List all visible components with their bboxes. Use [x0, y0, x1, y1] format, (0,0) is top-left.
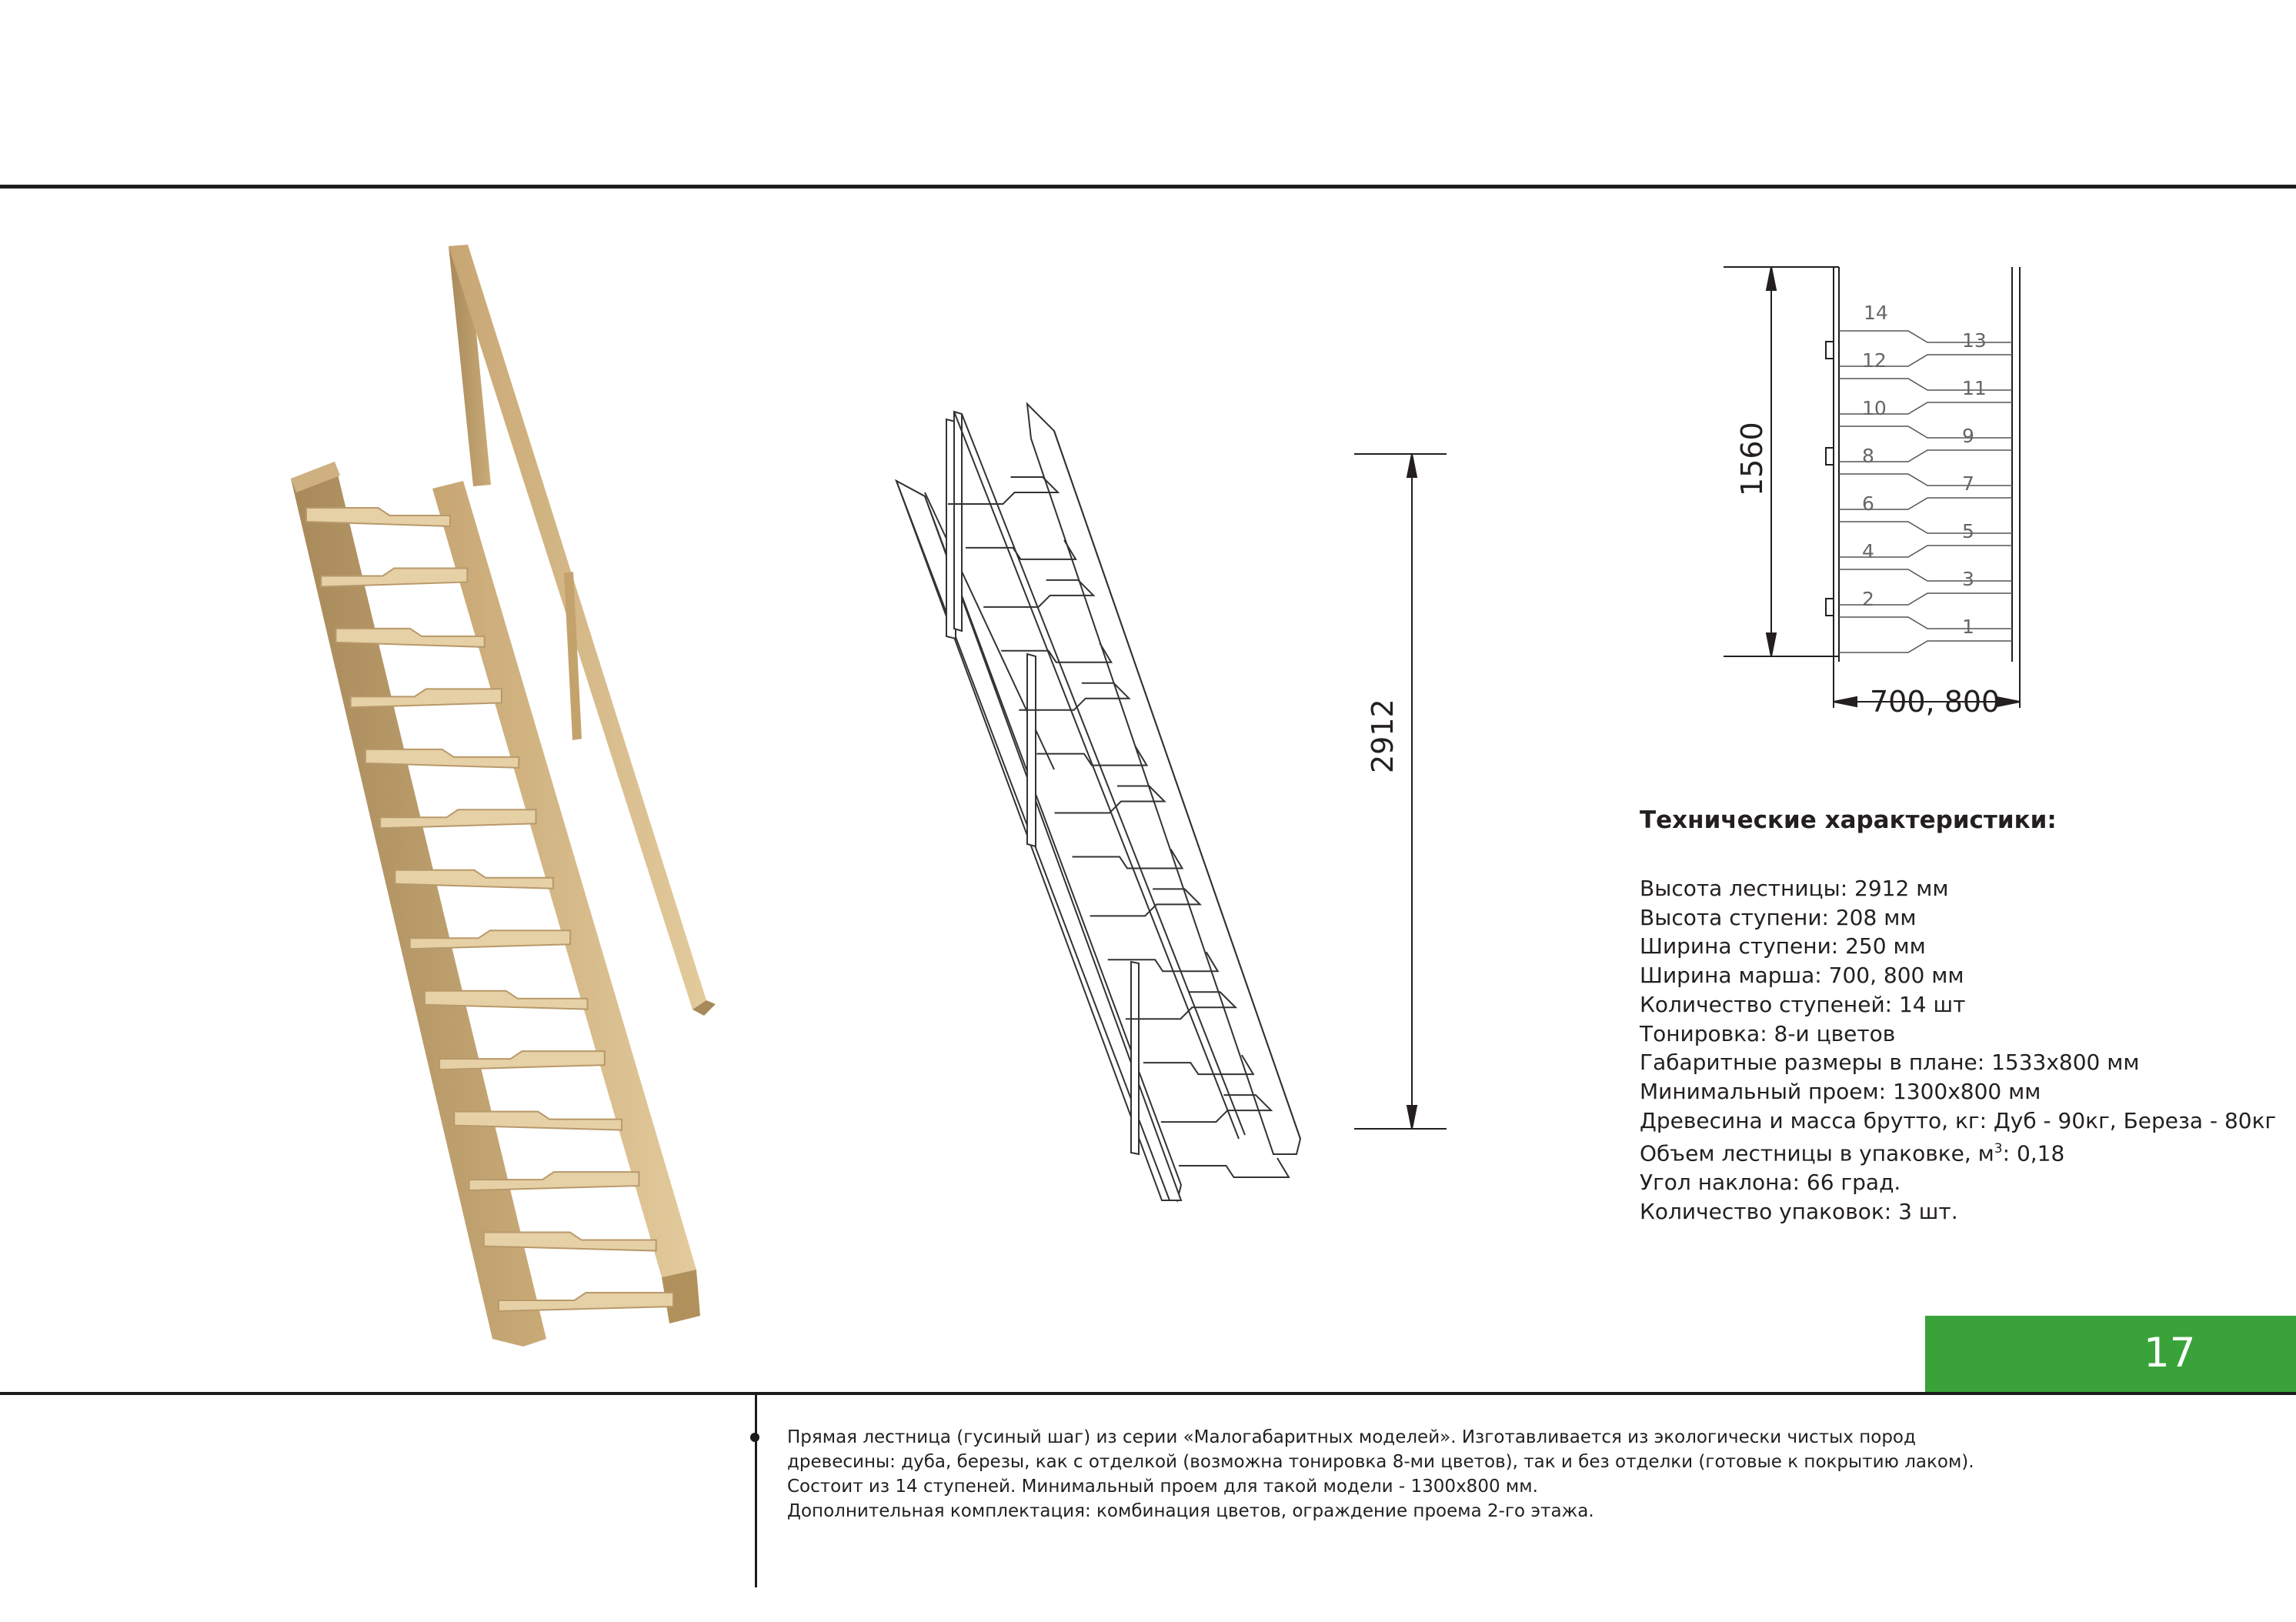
- plan-view-drawing: [1724, 266, 2021, 708]
- plan-step-line: [1839, 378, 2012, 391]
- volume-value: : 0,18: [2002, 1140, 2065, 1166]
- spec-line: Высота лестницы: 2912 мм: [1640, 876, 1949, 901]
- spec-line: Количество упаковок: 3 шт.: [1640, 1199, 1958, 1225]
- drawing-tread: [1072, 848, 1184, 869]
- plan-step-number: 9: [1962, 425, 1974, 447]
- tread: [482, 1231, 657, 1252]
- drawing-tread: [966, 539, 1077, 560]
- drawing-tread: [1036, 746, 1149, 766]
- bottom-rule: [0, 1392, 2296, 1395]
- page-number-badge: 17: [1925, 1316, 2296, 1392]
- plan-step-number: 2: [1862, 588, 1874, 610]
- description-block: Прямая лестница (гусиный шаг) из серии «…: [787, 1425, 1974, 1524]
- drawing-tread: [948, 476, 1060, 505]
- drawing-tread: [1019, 682, 1131, 711]
- stair-render-image: [291, 245, 716, 1347]
- top-rule: [0, 185, 2296, 189]
- spec-line: Ширина марша: 700, 800 мм: [1640, 963, 1964, 989]
- tread: [335, 627, 486, 648]
- plan-step-line: [1839, 616, 2012, 629]
- plan-step-line: [1839, 473, 2012, 486]
- plan-step-line: [1839, 330, 2012, 343]
- tread: [409, 929, 572, 950]
- plan-step-number: 5: [1962, 520, 1974, 542]
- spec-line: Угол наклона: 66 град.: [1640, 1170, 1901, 1196]
- spec-line: Тонировка: 8-и цветов: [1640, 1020, 1896, 1046]
- description-line: Прямая лестница (гусиный шаг) из серии «…: [787, 1427, 1916, 1447]
- specifications-block: Технические характеристики: Высота лестн…: [1640, 806, 2277, 1227]
- plan-step-number: 4: [1862, 540, 1874, 562]
- plan-step-number: 1: [1962, 616, 1974, 638]
- drawing-tread: [1054, 785, 1166, 814]
- tread: [453, 1110, 623, 1131]
- tread: [498, 1292, 674, 1313]
- right-stringer: [432, 481, 696, 1277]
- specifications-title: Технические характеристики:: [1640, 806, 2057, 834]
- plan-step-number: 6: [1862, 492, 1874, 515]
- description-line: Дополнительная комплектация: комбинация …: [787, 1501, 1594, 1521]
- tread: [439, 1050, 606, 1071]
- bullet-dot: [750, 1433, 759, 1442]
- drawing-tread: [1090, 888, 1203, 917]
- description-line: Состоит из 14 ступеней. Минимальный прое…: [787, 1477, 1538, 1497]
- plan-width-label: 700, 800: [1870, 685, 2001, 719]
- drawing-tread: [983, 579, 1096, 608]
- volume-label: Объем лестницы в упаковке, м: [1640, 1140, 1994, 1166]
- spec-line: Высота ступени: 208 мм: [1640, 904, 1917, 930]
- tread: [320, 567, 469, 588]
- plan-step-line: [1839, 545, 2012, 558]
- plan-step-number: 13: [1962, 329, 1987, 352]
- drawing-tread: [1107, 951, 1220, 973]
- drawing-tread: [1125, 991, 1238, 1020]
- drawing-tread: [1179, 1157, 1290, 1178]
- plan-step-number: 12: [1862, 349, 1887, 372]
- plan-step-line: [1839, 497, 2012, 510]
- description-divider: [755, 1395, 757, 1587]
- plan-step-number: 14: [1864, 302, 1888, 324]
- spec-line: Ширина ступени: 250 мм: [1640, 933, 1926, 960]
- height-dimension-label: 2912: [1366, 699, 1400, 773]
- drawing-tread: [1001, 642, 1113, 663]
- plan-step-number: 7: [1962, 472, 1974, 495]
- plan-step-line: [1839, 354, 2012, 367]
- plan-step-line: [1839, 521, 2012, 534]
- tread: [394, 869, 554, 889]
- drawing-tread: [1160, 1094, 1273, 1123]
- tread: [379, 809, 537, 829]
- handrail-post: [449, 245, 491, 486]
- page-number: 17: [2144, 1330, 2196, 1377]
- plan-step-number: 11: [1962, 377, 1987, 399]
- drawing-treads: [948, 476, 1290, 1178]
- left-stringer: [291, 462, 546, 1347]
- tread: [364, 748, 520, 769]
- plan-step-line: [1839, 449, 2012, 462]
- description-line: древесины: дуба, березы, как с отделкой …: [787, 1452, 1974, 1472]
- tread: [305, 507, 451, 528]
- plan-step-line: [1839, 592, 2012, 606]
- handrail: [449, 245, 706, 1010]
- height-dimension-line: [1354, 453, 1447, 1130]
- tread: [423, 990, 589, 1010]
- spec-line: Количество ступеней: 14 шт: [1640, 991, 1966, 1017]
- tread: [349, 688, 502, 709]
- volume-unit-superscript: 3: [1994, 1141, 2003, 1157]
- plan-step-line: [1839, 640, 2012, 653]
- plan-step-number: 3: [1962, 568, 1974, 590]
- plan-height-label: 1560: [1735, 422, 1769, 496]
- spec-line-volume: Объем лестницы в упаковке, м3: 0,18: [1640, 1135, 2271, 1168]
- treads: [305, 507, 674, 1313]
- plan-step-line: [1839, 426, 2012, 439]
- spec-line: Древесина и масса брутто, кг: Дуб - 90кг…: [1640, 1107, 2277, 1133]
- spec-line: Габаритные размеры в плане: 1533х800 мм: [1640, 1050, 2140, 1076]
- stair-line-drawing: [895, 402, 1302, 1203]
- plan-step-line: [1839, 402, 2012, 415]
- plan-step-line: [1839, 569, 2012, 582]
- tread: [468, 1171, 640, 1192]
- spec-line: Минимальный проем: 1300х800 мм: [1640, 1078, 2041, 1104]
- plan-step-number: 10: [1862, 397, 1887, 419]
- drawing-tread: [1143, 1054, 1255, 1076]
- plan-step-number: 8: [1862, 445, 1874, 467]
